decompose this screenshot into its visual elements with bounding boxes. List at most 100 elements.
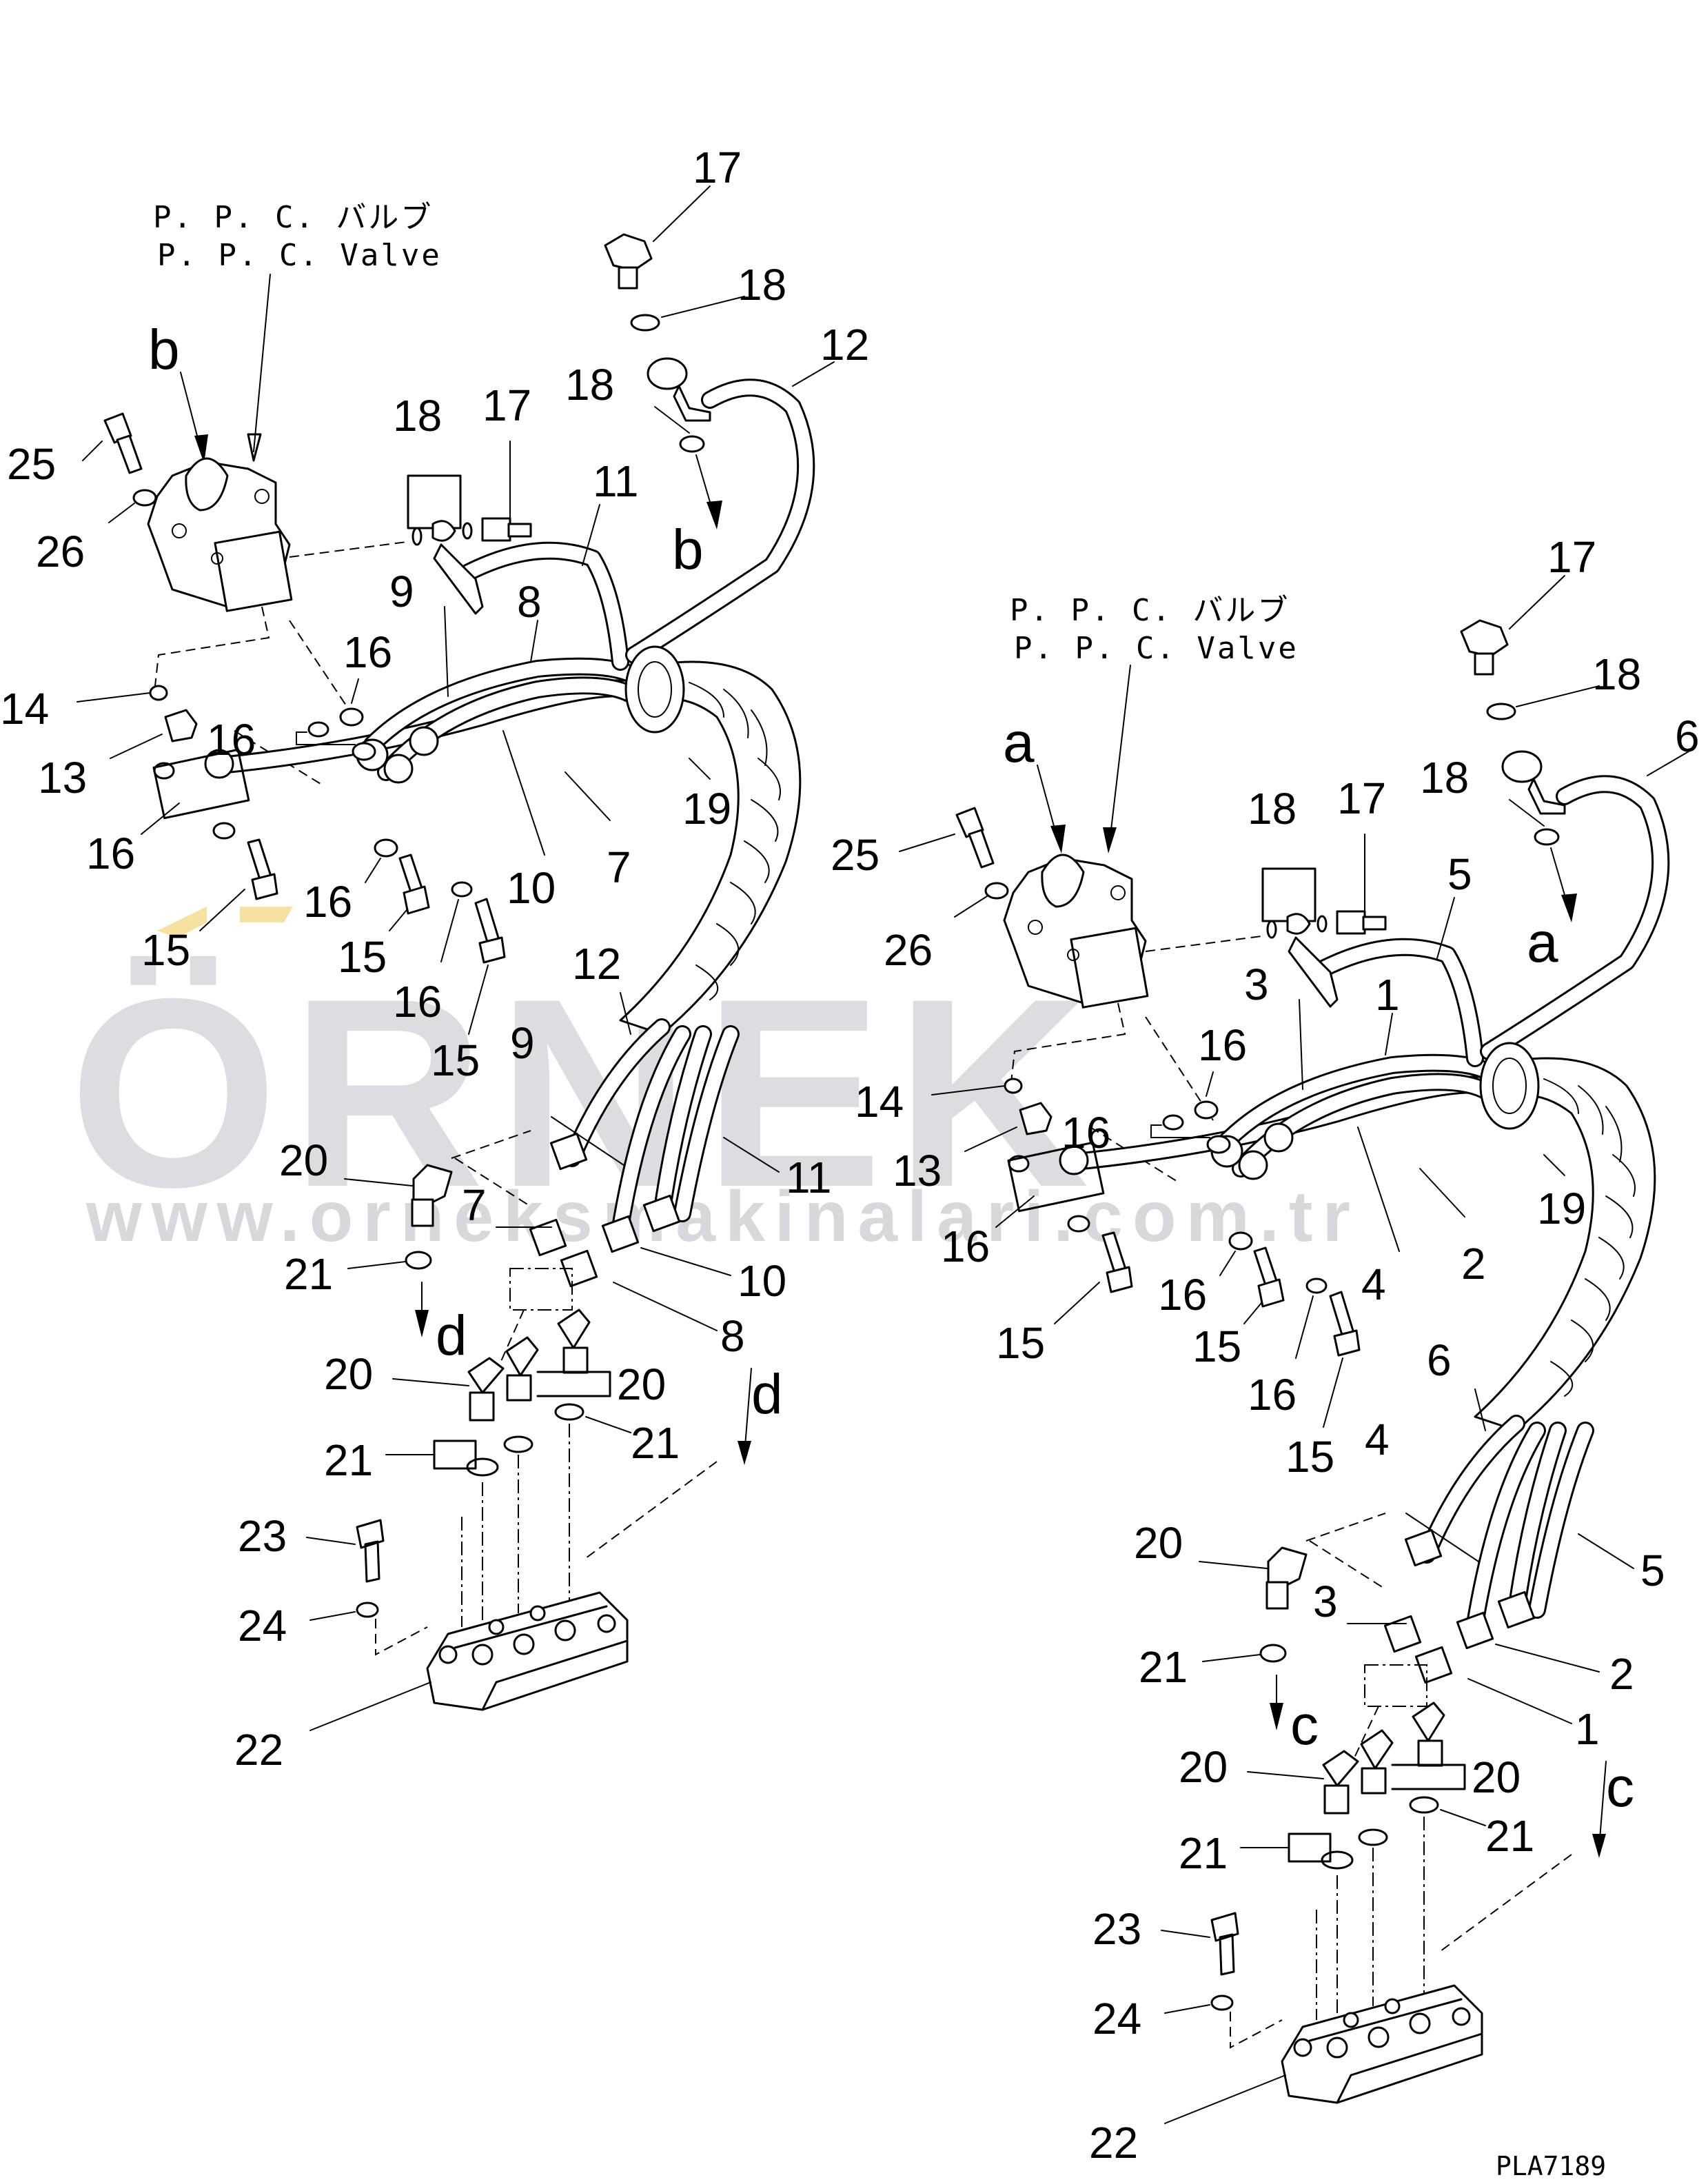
right-part-number-label: 5 bbox=[1640, 1546, 1665, 1595]
left-part-number-label: 16 bbox=[343, 627, 392, 677]
right-part-number-label: 1 bbox=[1575, 1704, 1600, 1754]
right-part-number-label: 4 bbox=[1365, 1415, 1390, 1464]
right-part-number-label: 3 bbox=[1244, 960, 1269, 1009]
left-part-number-label: 21 bbox=[631, 1418, 680, 1468]
left-ppc-valve bbox=[147, 457, 293, 612]
left-part-number-label: 12 bbox=[572, 939, 621, 989]
right-part-number-label: 23 bbox=[1092, 1904, 1141, 1954]
right-part-number-label: 15 bbox=[996, 1318, 1045, 1368]
left-lower-elbows bbox=[467, 1309, 591, 1422]
right-part-number-label: 2 bbox=[1461, 1239, 1486, 1289]
left-valve-caption-jp: P. P. C. バルブ bbox=[153, 200, 433, 235]
right-hose-fittings bbox=[1383, 1528, 1536, 1684]
left-section-letter: d bbox=[436, 1304, 467, 1367]
right-bolt-25 bbox=[955, 807, 995, 869]
right-part-number-label: 20 bbox=[1134, 1518, 1183, 1568]
right-part-number-label: 16 bbox=[1158, 1270, 1207, 1320]
right-washer-26 bbox=[984, 882, 1009, 900]
right-part-number-label: 18 bbox=[1592, 649, 1641, 699]
right-block-22 bbox=[1281, 1984, 1483, 2104]
right-part-number-label: 14 bbox=[855, 1077, 904, 1127]
right-part-number-label: 15 bbox=[1192, 1322, 1241, 1371]
left-hose-12-end bbox=[604, 233, 711, 453]
left-part-number-label: 14 bbox=[0, 684, 49, 734]
left-part-number-label: 12 bbox=[820, 320, 869, 370]
left-part-number-label: 18 bbox=[738, 260, 786, 310]
left-part-number-label: 7 bbox=[462, 1180, 487, 1230]
right-bolt-23 bbox=[1210, 1912, 1239, 1976]
right-ppc-valve bbox=[1003, 853, 1149, 1009]
drawing-code: PLA7189 bbox=[1496, 2151, 1606, 2181]
right-view-letter-hose: a bbox=[1527, 911, 1558, 974]
left-part-number-label: 8 bbox=[517, 577, 542, 627]
right-part-number-label: 1 bbox=[1375, 970, 1400, 1020]
left-part-number-label: 24 bbox=[238, 1601, 287, 1650]
right-clamp-19 bbox=[1479, 1042, 1540, 1130]
left-part-number-label: 21 bbox=[284, 1249, 333, 1299]
left-part-number-label: 21 bbox=[324, 1435, 373, 1485]
left-part-number-label: 18 bbox=[393, 391, 442, 441]
left-part-number-label: 17 bbox=[482, 381, 531, 430]
right-view-letter-top: a bbox=[1003, 711, 1035, 774]
right-part-number-label: 25 bbox=[831, 830, 880, 880]
left-part-number-label: 16 bbox=[207, 715, 256, 765]
left-part-number-label: 17 bbox=[693, 143, 742, 192]
left-part-number-label: 15 bbox=[141, 925, 190, 975]
left-part-number-label: 16 bbox=[86, 829, 135, 878]
right-part-number-label: 24 bbox=[1092, 1994, 1141, 2043]
left-valve-caption-en: P. P. C. Valve bbox=[157, 238, 442, 273]
left-assembly: P. P. C. バルブ P. P. C. Valve b 25 26 bbox=[0, 143, 869, 1775]
left-part-number-label: 10 bbox=[507, 863, 556, 913]
left-part-number-label: 26 bbox=[36, 527, 85, 576]
right-part-number-label: 18 bbox=[1420, 753, 1469, 802]
left-part-number-label: 19 bbox=[682, 784, 731, 834]
left-view-letter-top: b bbox=[148, 319, 180, 381]
left-part-number-label: 23 bbox=[238, 1511, 287, 1561]
left-part-number-label: 15 bbox=[431, 1036, 480, 1085]
right-part-number-label: 17 bbox=[1547, 532, 1596, 582]
watermark-url: www.orneksmakinalari.com.tr bbox=[85, 1177, 1360, 1257]
right-lower-elbows bbox=[1322, 1701, 1445, 1815]
left-part-number-label: 16 bbox=[393, 977, 442, 1027]
right-washer-24 bbox=[1210, 1994, 1234, 2011]
left-part-number-label: 22 bbox=[234, 1725, 283, 1775]
watermark-brand: ÖRNEK bbox=[69, 942, 1101, 1243]
right-part-number-label: 13 bbox=[893, 1146, 942, 1195]
right-valve-caption-en: P. P. C. Valve bbox=[1014, 631, 1299, 666]
left-part-number-label: 20 bbox=[279, 1135, 328, 1185]
left-part-number-label: 25 bbox=[7, 439, 56, 489]
right-assembly: P. P. C. バルブ P. P. C. Valve a 25 26 bbox=[831, 532, 1700, 2168]
left-part-number-label: 18 bbox=[565, 360, 614, 410]
left-part-number-label: 11 bbox=[786, 1153, 831, 1202]
right-part-number-label: 18 bbox=[1248, 784, 1297, 834]
watermark: ÖRNEK www.orneksmakinalari.com.tr bbox=[69, 907, 1360, 1257]
left-bolt-23 bbox=[356, 1519, 385, 1583]
right-part-number-label: 21 bbox=[1485, 1811, 1534, 1861]
right-part-number-label: 4 bbox=[1361, 1260, 1386, 1309]
left-washer-24 bbox=[356, 1602, 379, 1618]
right-part-number-label: 16 bbox=[941, 1222, 990, 1271]
left-part-number-label: 20 bbox=[324, 1349, 373, 1399]
right-section-letter-right: c bbox=[1606, 1756, 1634, 1819]
right-part-number-label: 16 bbox=[1248, 1370, 1297, 1420]
left-hose-fittings bbox=[529, 1132, 681, 1288]
right-part-number-label: 3 bbox=[1313, 1577, 1338, 1626]
left-block-22 bbox=[426, 1591, 629, 1711]
left-part-number-label: 9 bbox=[510, 1018, 535, 1068]
left-part-number-label: 15 bbox=[338, 932, 387, 982]
left-part-number-label: 10 bbox=[738, 1256, 786, 1306]
watermark-accent-mark bbox=[157, 907, 293, 938]
right-part-number-label: 15 bbox=[1285, 1432, 1334, 1482]
right-part-number-label: 5 bbox=[1447, 849, 1472, 899]
right-part-number-label: 2 bbox=[1609, 1649, 1634, 1699]
right-part-number-label: 21 bbox=[1139, 1642, 1188, 1692]
right-part-number-label: 21 bbox=[1179, 1828, 1228, 1878]
left-section-letter-right: d bbox=[751, 1363, 783, 1426]
left-part-number-label: 7 bbox=[607, 842, 631, 892]
left-part-number-label: 16 bbox=[303, 877, 352, 927]
left-part-number-label: 11 bbox=[593, 456, 638, 506]
left-view-letter-hose: b bbox=[672, 518, 704, 581]
right-valve-caption-jp: P. P. C. バルブ bbox=[1010, 593, 1290, 628]
left-washer-26 bbox=[132, 489, 157, 507]
